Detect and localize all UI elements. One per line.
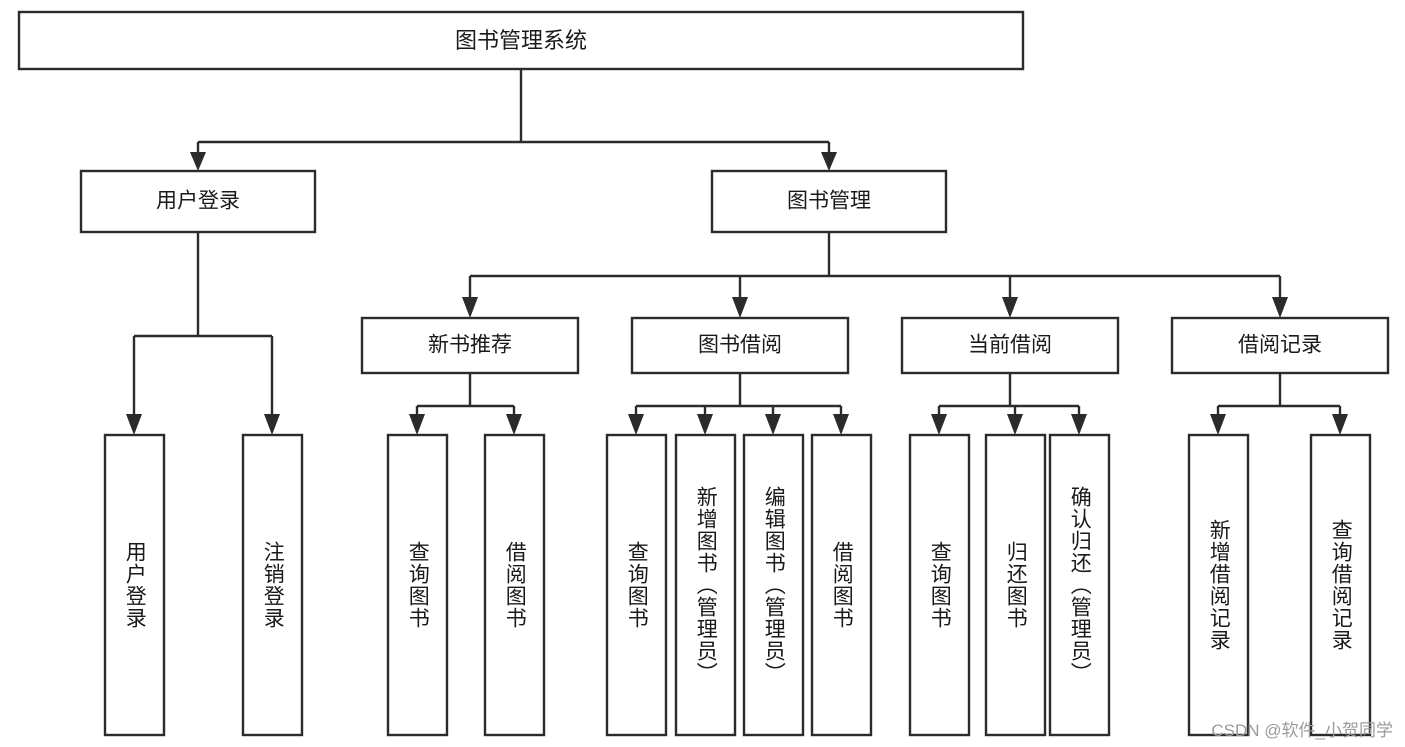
arrow-head-leaf-borrow-book-1 — [506, 414, 522, 435]
node-title-label: 图书管理系统 — [455, 28, 587, 53]
node-leaf-query-book-3-rect[interactable] — [908, 433, 971, 737]
arrow-head-leaf-logout — [264, 414, 280, 435]
connector-group-new-book-recommend — [409, 373, 522, 435]
arrow-head-leaf-edit-book — [765, 414, 781, 435]
node-leaf-borrow-book-2-rect[interactable] — [810, 433, 873, 737]
node-title[interactable]: 图书管理系统 — [17, 10, 1025, 71]
arrow-head-leaf-query-record — [1332, 414, 1348, 435]
node-leaf-user-login-rect[interactable] — [103, 433, 166, 737]
node-current-borrow[interactable]: 当前借阅 — [900, 316, 1120, 375]
arrow-head-borrow-record — [1272, 297, 1288, 318]
node-leaf-query-record-rect[interactable] — [1309, 433, 1372, 737]
arrow-head-book-manage — [821, 152, 837, 171]
node-user-login[interactable]: 用户登录 — [79, 169, 317, 234]
arrow-head-leaf-confirm-return — [1071, 414, 1087, 435]
node-leaf-query-book-2-rect[interactable] — [605, 433, 668, 737]
arrow-head-leaf-add-record — [1210, 414, 1226, 435]
node-borrow-record-rect[interactable] — [1170, 316, 1390, 375]
leaf-node-rect-group — [103, 433, 1372, 737]
node-user-login-label: 用户登录 — [156, 190, 240, 213]
node-new-book-recommend-label: 新书推荐 — [428, 334, 512, 357]
node-new-book-recommend-rect[interactable] — [360, 316, 580, 375]
node-leaf-query-book-1-rect[interactable] — [386, 433, 449, 737]
arrow-head-current-borrow — [1002, 297, 1018, 318]
node-leaf-add-book-rect[interactable] — [674, 433, 737, 737]
node-leaf-borrow-book-1-rect[interactable] — [483, 433, 546, 737]
connector-group-user-login — [126, 232, 280, 435]
arrow-head-leaf-borrow-book-2 — [833, 414, 849, 435]
arrow-head-user-login — [190, 152, 206, 171]
node-book-borrow-label: 图书借阅 — [698, 334, 782, 357]
node-leaf-return-book-rect[interactable] — [984, 433, 1047, 737]
node-current-borrow-rect[interactable] — [900, 316, 1120, 375]
arrow-head-new-book-recommend — [462, 297, 478, 318]
node-book-borrow[interactable]: 图书借阅 — [630, 316, 850, 375]
node-leaf-edit-book-rect[interactable] — [742, 433, 805, 737]
arrow-head-leaf-return-book — [1007, 414, 1023, 435]
node-leaf-add-record-rect[interactable] — [1187, 433, 1250, 737]
connector-group-borrow-record — [1210, 373, 1348, 435]
arrow-head-leaf-user-login — [126, 414, 142, 435]
node-book-manage[interactable]: 图书管理 — [710, 169, 948, 234]
node-book-borrow-rect[interactable] — [630, 316, 850, 375]
node-new-book-recommend[interactable]: 新书推荐 — [360, 316, 580, 375]
arrow-head-leaf-query-book-2 — [628, 414, 644, 435]
node-title-rect[interactable] — [17, 10, 1025, 71]
arrow-head-leaf-query-book-1 — [409, 414, 425, 435]
node-current-borrow-label: 当前借阅 — [968, 334, 1052, 357]
connector-group-book-manage — [462, 232, 1288, 318]
node-book-manage-rect[interactable] — [710, 169, 948, 234]
arrow-head-leaf-query-book-3 — [931, 414, 947, 435]
connector-group-root — [190, 69, 837, 171]
node-leaf-logout-rect[interactable] — [241, 433, 304, 737]
arrow-head-book-borrow — [732, 297, 748, 318]
arrow-head-leaf-add-book — [697, 414, 713, 435]
node-user-login-rect[interactable] — [79, 169, 317, 234]
node-book-manage-label: 图书管理 — [787, 190, 871, 213]
node-borrow-record-label: 借阅记录 — [1238, 334, 1322, 357]
node-leaf-confirm-return-rect[interactable] — [1048, 433, 1111, 737]
connector-group-book-borrow — [628, 373, 849, 435]
connector-group-current-borrow — [931, 373, 1087, 435]
node-borrow-record[interactable]: 借阅记录 — [1170, 316, 1390, 375]
